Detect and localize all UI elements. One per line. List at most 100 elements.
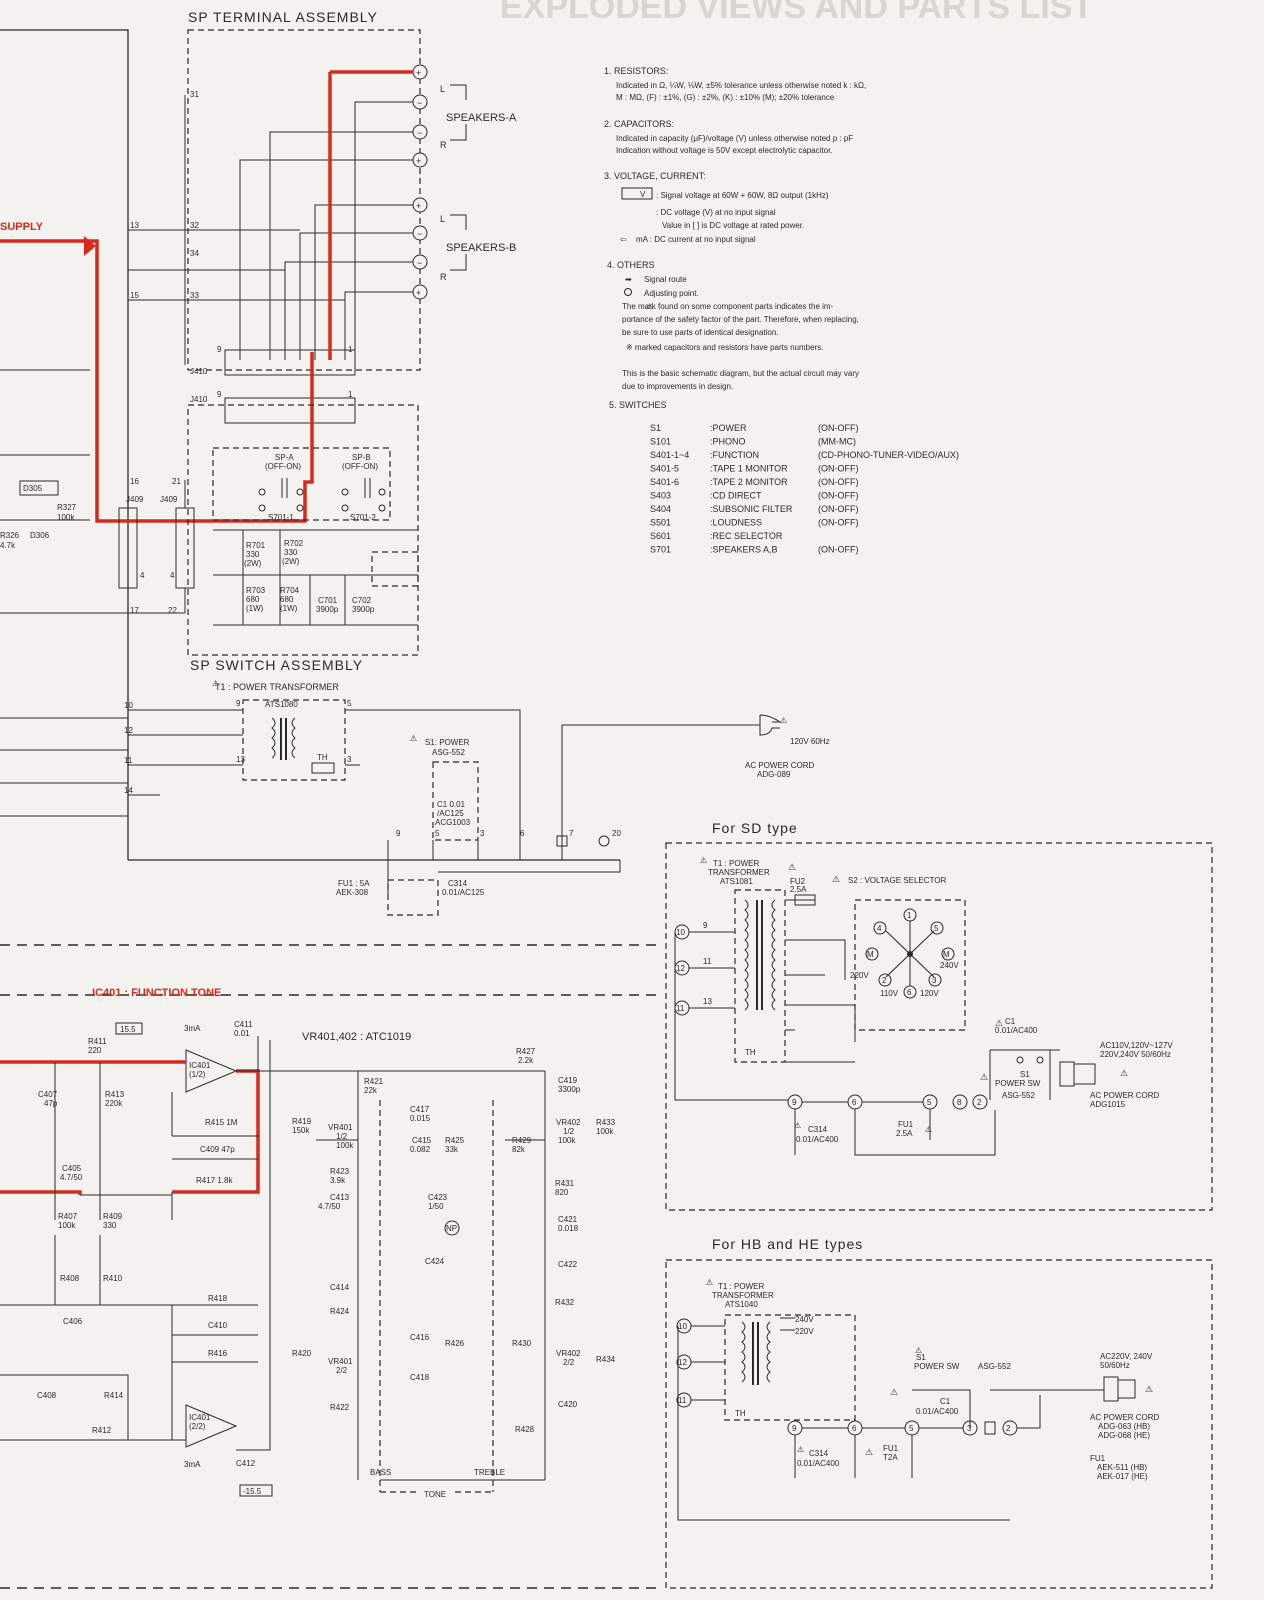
svg-text:FU1: FU1: [883, 1444, 899, 1453]
s1-part: ASG-552: [432, 748, 465, 757]
hb-type-box: [665, 1259, 1213, 1589]
svg-text:3mA: 3mA: [184, 1024, 201, 1033]
svg-text:9: 9: [217, 390, 222, 399]
svg-text:TRANSFORMER: TRANSFORMER: [712, 1291, 774, 1300]
svg-text:TREBLE: TREBLE: [474, 1468, 505, 1477]
speakers-a-label: SPEAKERS-A: [446, 112, 517, 124]
svg-text:Indicated in capacity (μF)/vol: Indicated in capacity (μF)/voltage (V) u…: [616, 134, 853, 143]
svg-text:11: 11: [678, 1396, 687, 1405]
svg-text:FU1: FU1: [1090, 1454, 1106, 1463]
svg-text:2.5A: 2.5A: [896, 1129, 913, 1138]
switch-mode: (ON-OFF): [818, 464, 859, 474]
svg-text:C409 47p: C409 47p: [200, 1145, 235, 1154]
svg-text:VR402: VR402: [556, 1118, 581, 1127]
svg-text:⚠: ⚠: [995, 1018, 1003, 1028]
svg-text:3.9k: 3.9k: [330, 1176, 346, 1185]
svg-text:C701: C701: [318, 596, 338, 605]
switch-id: S501: [650, 518, 671, 528]
svg-text:C314: C314: [808, 1125, 828, 1134]
svg-text:C417: C417: [410, 1105, 430, 1114]
svg-text:330: 330: [103, 1221, 117, 1230]
svg-text:Signal route: Signal route: [644, 275, 687, 284]
svg-text:−: −: [417, 128, 422, 138]
svg-text:+: +: [416, 156, 421, 166]
supply-label: SUPPLY: [0, 221, 44, 233]
c1-part: ACG1003: [435, 818, 471, 827]
svg-text:11: 11: [703, 957, 712, 966]
svg-text:8: 8: [957, 1098, 962, 1107]
svg-text:22k: 22k: [364, 1086, 378, 1095]
svg-text:Indication without voltage: Indication without voltage is 50V except…: [616, 146, 833, 155]
switch-mode: (ON-OFF): [818, 423, 859, 433]
svg-text:7: 7: [569, 829, 574, 838]
switch-id: S101: [650, 437, 671, 447]
svg-text:1: 1: [348, 390, 353, 399]
svg-text:⚠: ⚠: [865, 1447, 873, 1457]
switch-mode: (ON-OFF): [818, 545, 859, 555]
svg-text:−: −: [417, 98, 422, 108]
svg-text:220k: 220k: [105, 1099, 123, 1108]
svg-text:33: 33: [190, 291, 199, 300]
svg-text:3900p: 3900p: [352, 605, 375, 614]
svg-text:15.5: 15.5: [120, 1025, 136, 1034]
svg-text:C420: C420: [558, 1400, 578, 1409]
svg-text:(2/2): (2/2): [189, 1422, 206, 1431]
svg-text:R703: R703: [246, 586, 266, 595]
svg-text:C415: C415: [412, 1136, 432, 1145]
svg-text:VR402: VR402: [556, 1349, 581, 1358]
svg-text:(2W): (2W): [244, 559, 262, 568]
svg-text:C422: C422: [558, 1260, 578, 1269]
svg-text:100k: 100k: [596, 1127, 614, 1136]
svg-text:5: 5: [934, 924, 939, 933]
svg-text:C1: C1: [940, 1397, 951, 1406]
svg-text:15: 15: [130, 291, 139, 300]
svg-text:AC POWER CORD: AC POWER CORD: [1090, 1091, 1160, 1100]
svg-text:Value in [ ] is DC voltag: Value in [ ] is DC voltage at rated powe…: [662, 221, 804, 230]
svg-text:220V,240V 50/60Hz: 220V,240V 50/60Hz: [1100, 1050, 1171, 1059]
power-wires: [387, 724, 745, 895]
switch-id: S701: [650, 545, 671, 555]
svg-text:6: 6: [852, 1098, 857, 1107]
t1-coils: [271, 717, 296, 760]
jack-7: [556, 835, 568, 847]
svg-text:TRANSFORMER: TRANSFORMER: [708, 868, 770, 877]
svg-text:5: 5: [909, 1424, 914, 1433]
left-parts: D305 R327 100k R326 D306 4.7k: [0, 369, 128, 817]
svg-text:R702: R702: [284, 539, 304, 548]
switch-mode: (ON-OFF): [818, 477, 859, 487]
switch-mode: (ON-OFF): [818, 518, 859, 528]
svg-text:1: 1: [348, 345, 353, 354]
svg-text:⚠: ⚠: [915, 1346, 922, 1355]
svg-text:50/60Hz: 50/60Hz: [1100, 1361, 1130, 1370]
svg-text:C406: C406: [63, 1317, 83, 1326]
svg-text:31: 31: [190, 90, 199, 99]
hb-type-title: For HB and HE types: [712, 1236, 863, 1252]
svg-text:2.2k: 2.2k: [518, 1056, 534, 1065]
svg-text:820: 820: [555, 1188, 569, 1197]
svg-text:S2 : VOLTAGE SELECTOR: S2 : VOLTAGE SELECTOR: [848, 876, 946, 885]
svg-text:R427: R427: [516, 1047, 536, 1056]
svg-text:2/2: 2/2: [563, 1358, 575, 1367]
svg-text:0.082: 0.082: [410, 1145, 431, 1154]
svg-text:220: 220: [88, 1046, 102, 1055]
svg-text:R420: R420: [292, 1349, 312, 1358]
t1-box: [242, 699, 346, 781]
svg-text:9: 9: [792, 1098, 797, 1107]
spk-b-l: L: [440, 214, 445, 224]
svg-text:: DC voltage (V) at no input s: : DC voltage (V) at no input signal: [656, 208, 776, 217]
svg-text:NP: NP: [446, 1224, 457, 1233]
svg-text:⚠: ⚠: [1120, 1068, 1128, 1078]
svg-text:5: 5: [927, 1098, 932, 1107]
switch-id: S401-6: [650, 477, 679, 487]
svg-text:R327: R327: [57, 503, 77, 512]
tone-circuit: 15.5 -15.5 3mA 3mA IC401 (1/2) IC401 (2/…: [0, 1020, 616, 1499]
svg-text:13: 13: [236, 755, 245, 764]
svg-text:⚠: ⚠: [1145, 1384, 1153, 1394]
svg-text:C1: C1: [1005, 1017, 1016, 1026]
svg-text:C314: C314: [809, 1449, 829, 1458]
svg-text:C421: C421: [558, 1215, 578, 1224]
svg-text:110V: 110V: [880, 989, 899, 998]
switch-name: :REC SELECTOR: [710, 531, 783, 541]
svg-text:C405: C405: [62, 1164, 82, 1173]
